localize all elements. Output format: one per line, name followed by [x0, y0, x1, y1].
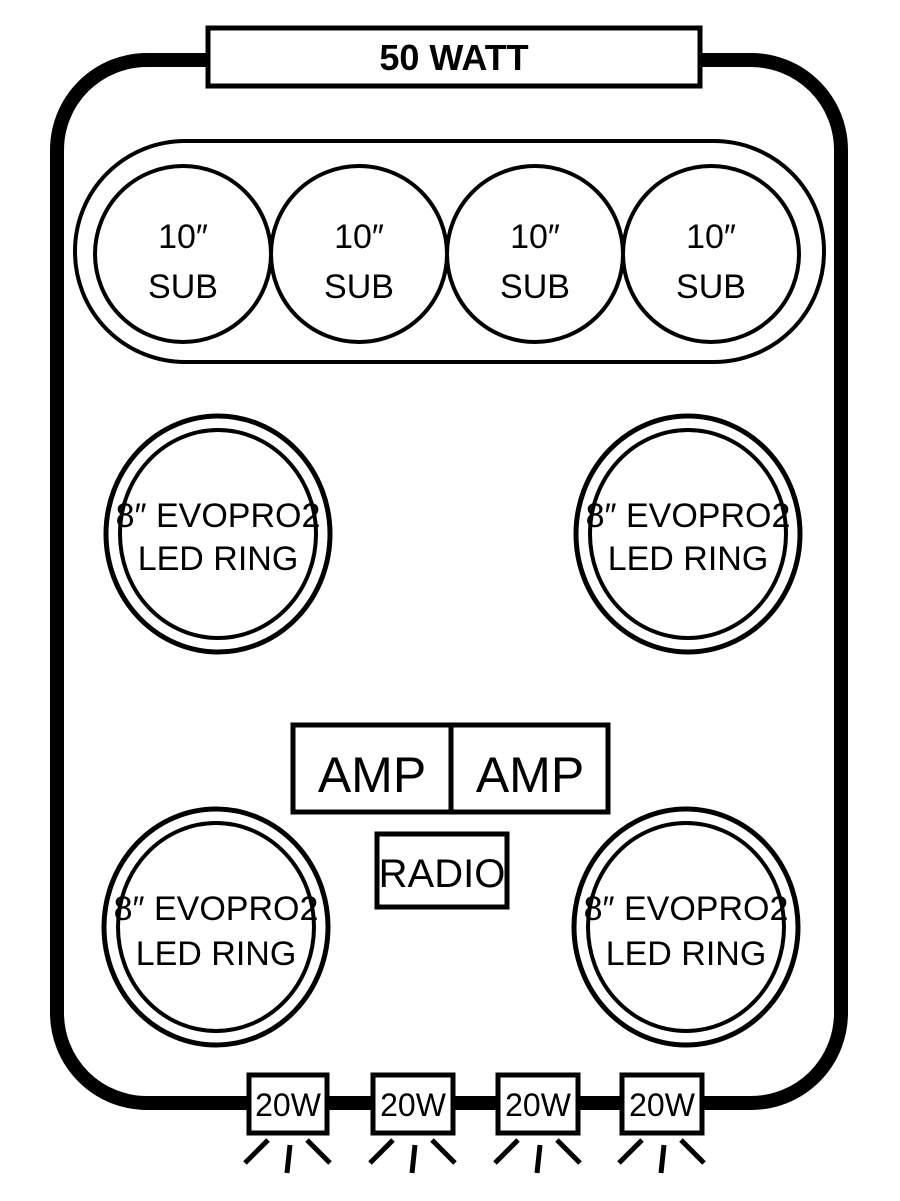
light-label: 20W — [380, 1087, 447, 1123]
radio-label: RADIO — [379, 852, 506, 896]
speaker-model-label: 8″ EVOPRO2 — [584, 890, 789, 928]
sub-size-label: 10″ — [510, 218, 560, 256]
light-label: 20W — [505, 1087, 572, 1123]
light-rays-icon — [368, 1138, 457, 1174]
sub-type-label: SUB — [148, 268, 218, 306]
speaker-top-right: 8″ EVOPRO2 LED RING — [573, 413, 803, 655]
wattage-label-box: 50 WATT — [205, 25, 703, 89]
sub-size-label: 10″ — [158, 218, 208, 256]
light-rays-icon — [493, 1138, 582, 1174]
light-rays-icon — [243, 1138, 332, 1174]
sub-woofer: 10″ SUB — [269, 164, 449, 344]
light-20w: 20W — [493, 1072, 582, 1174]
sub-type-label: SUB — [676, 268, 746, 306]
sub-size-label: 10″ — [334, 218, 384, 256]
sub-type-label: SUB — [324, 268, 394, 306]
sub-woofer: 10″ SUB — [445, 164, 625, 344]
radio-box: RADIO — [374, 831, 510, 910]
amp-label: AMP — [318, 747, 426, 803]
amp-box-left: AMP — [290, 722, 454, 815]
speaker-model-label: 8″ EVOPRO2 — [116, 497, 321, 535]
light-label: 20W — [629, 1087, 696, 1123]
speaker-bottom-left: 8″ EVOPRO2 LED RING — [101, 806, 331, 1048]
amp-label: AMP — [476, 747, 584, 803]
speaker-top-left: 8″ EVOPRO2 LED RING — [103, 413, 333, 655]
sub-woofer: 10″ SUB — [621, 164, 801, 344]
light-20w: 20W — [243, 1072, 332, 1174]
speaker-type-label: LED RING — [608, 540, 769, 578]
amp-box-right: AMP — [448, 722, 611, 815]
speaker-type-label: LED RING — [138, 540, 299, 578]
light-20w: 20W — [368, 1072, 457, 1174]
sub-type-label: SUB — [500, 268, 570, 306]
sub-woofer: 10″ SUB — [93, 164, 273, 344]
wattage-label: 50 WATT — [379, 37, 528, 78]
speaker-bottom-right: 8″ EVOPRO2 LED RING — [571, 806, 801, 1048]
speaker-model-label: 8″ EVOPRO2 — [114, 890, 319, 928]
speaker-type-label: LED RING — [606, 935, 767, 973]
light-rays-icon — [617, 1138, 706, 1174]
light-20w: 20W — [617, 1072, 706, 1174]
sub-size-label: 10″ — [686, 218, 736, 256]
speaker-model-label: 8″ EVOPRO2 — [586, 497, 791, 535]
light-label: 20W — [255, 1087, 322, 1123]
speaker-type-label: LED RING — [136, 935, 297, 973]
